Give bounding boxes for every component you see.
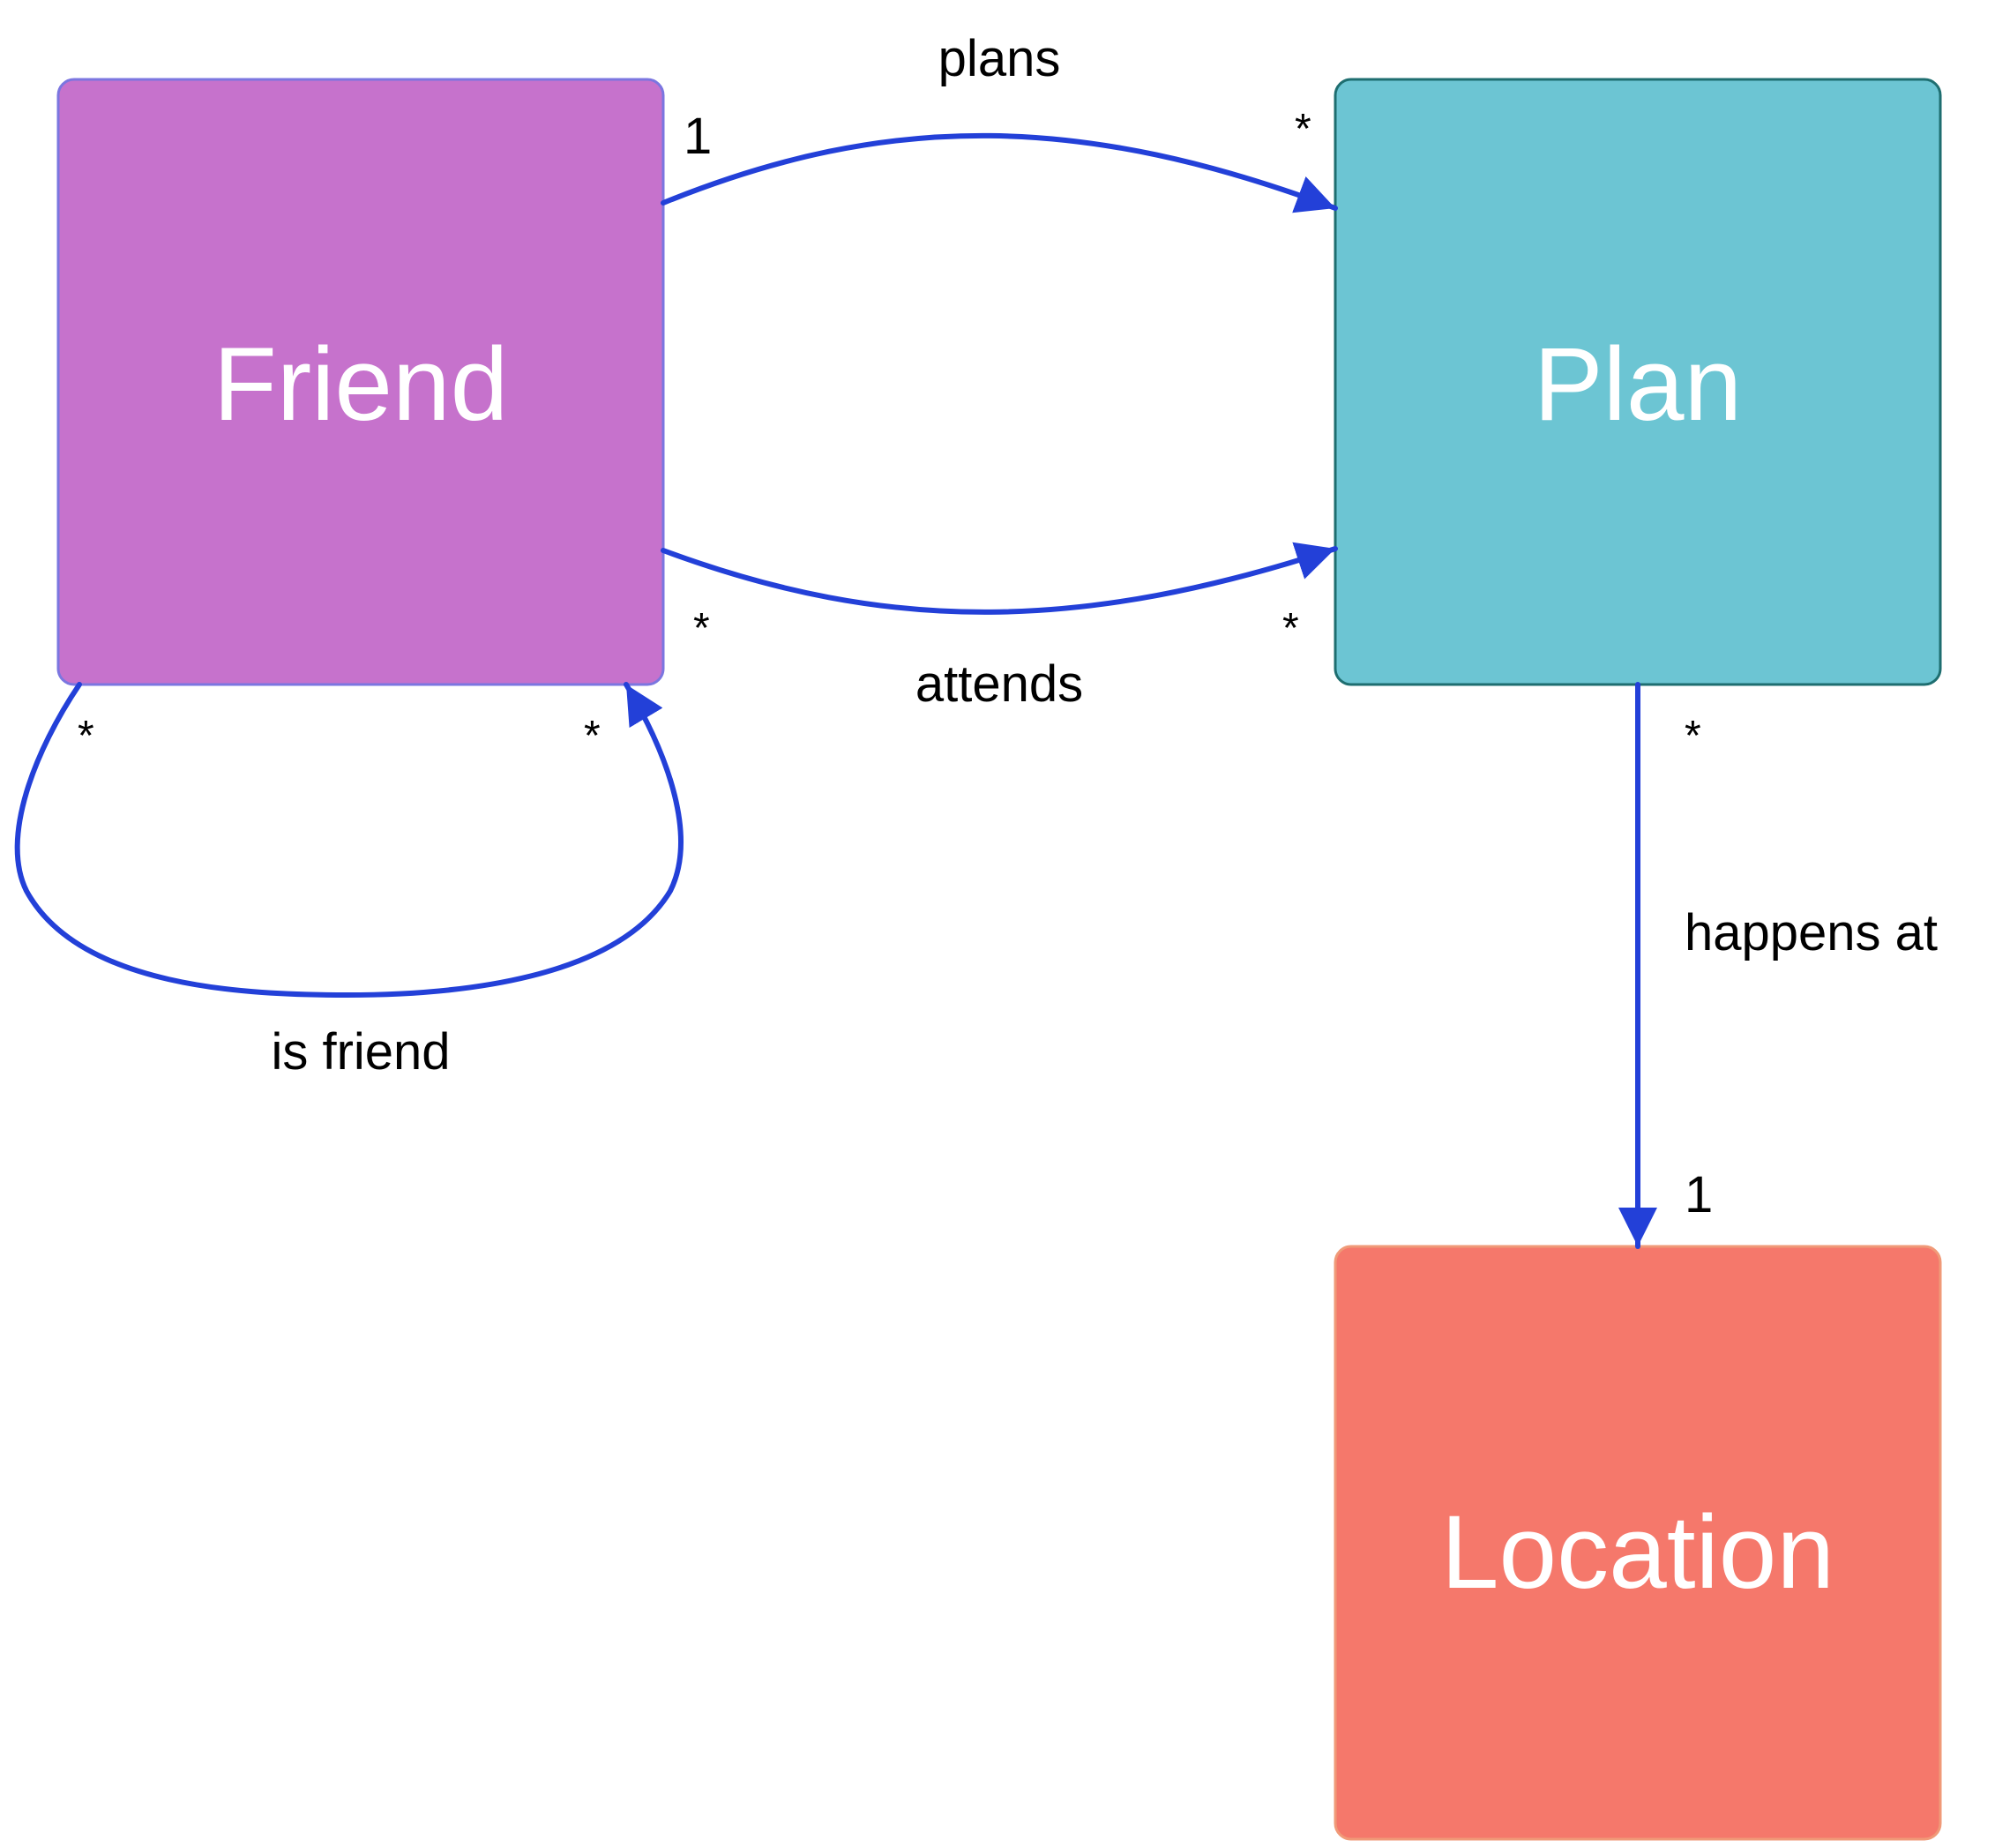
node-friend[interactable]: Friend xyxy=(56,78,665,686)
edge-attends-line[interactable] xyxy=(661,542,1338,615)
edge-attends-source-multiplicity: * xyxy=(693,605,710,652)
edge-is-friend-source-multiplicity: * xyxy=(78,713,94,759)
edge-happens-at-label: happens at xyxy=(1685,904,1938,961)
edge-plans[interactable]: plans 1 * xyxy=(661,30,1338,213)
node-location[interactable]: Location xyxy=(1334,1245,1942,1841)
edge-plans-label: plans xyxy=(938,30,1061,87)
edge-plans-target-multiplicity: * xyxy=(1295,106,1311,153)
plan-label: Plan xyxy=(1534,326,1742,443)
location-label: Location xyxy=(1441,1494,1834,1611)
edge-happens-at[interactable]: happens at * 1 xyxy=(1618,682,1938,1249)
edge-plans-source-multiplicity: 1 xyxy=(684,108,712,165)
edge-happens-at-target-multiplicity: 1 xyxy=(1685,1166,1713,1223)
edge-is-friend-label: is friend xyxy=(271,1023,450,1081)
friend-label: Friend xyxy=(213,326,508,443)
edge-attends-target-multiplicity: * xyxy=(1282,605,1299,652)
friend-box[interactable] xyxy=(56,78,665,686)
edge-is-friend-line[interactable] xyxy=(14,682,684,999)
edge-attends[interactable]: attends * * xyxy=(661,542,1338,713)
edge-is-friend[interactable]: is friend * * xyxy=(14,682,684,1081)
edge-happens-at-source-multiplicity: * xyxy=(1685,713,1701,759)
edge-is-friend-target-multiplicity: * xyxy=(584,713,601,759)
edge-plans-line[interactable] xyxy=(661,132,1338,213)
edge-attends-label: attends xyxy=(915,655,1083,713)
node-plan[interactable]: Plan xyxy=(1334,78,1942,686)
